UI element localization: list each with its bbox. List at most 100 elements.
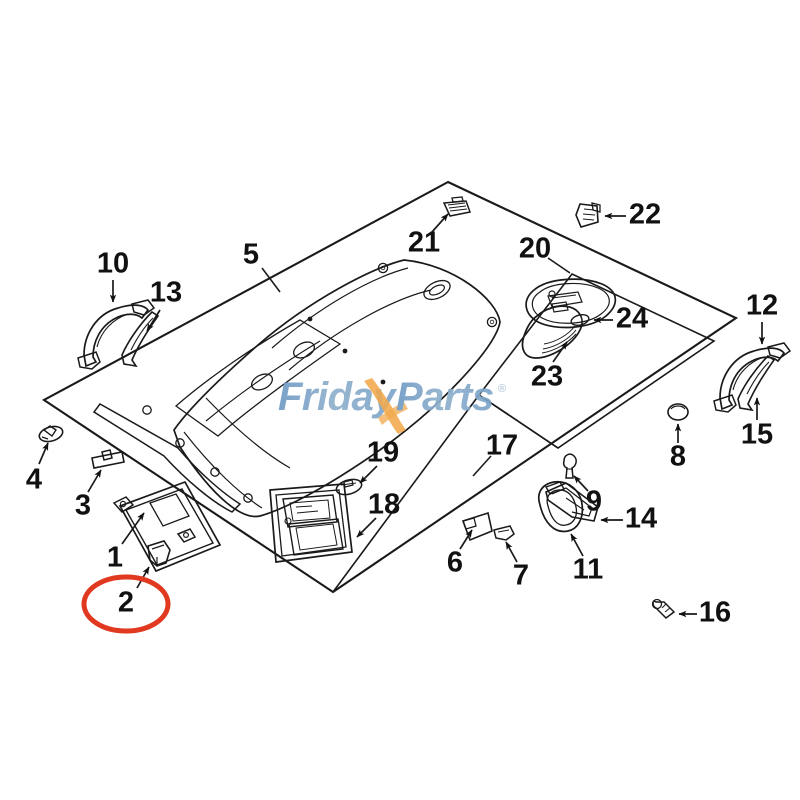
callout-label-5: 5 (243, 239, 259, 271)
watermark-text-secondary: Parts (396, 375, 494, 419)
assist-grip-rear-inner (732, 356, 765, 391)
callout-label-18: 18 (368, 489, 400, 521)
headliner-main-surface (173, 259, 501, 518)
headliner-trough-left (174, 319, 342, 437)
callout-6-leader (459, 529, 473, 550)
callout-4-leader (38, 442, 49, 465)
callout-label-22: 22 (629, 199, 661, 231)
callout-label-12: 12 (746, 290, 778, 322)
grommet-cap-top (42, 425, 57, 438)
console-scoop-ribs (541, 325, 577, 354)
console-lamp-lens (547, 291, 583, 308)
console-bezel-inner (531, 282, 610, 324)
hook-retainer-line (565, 497, 585, 511)
section-divider-b (332, 394, 480, 593)
retainer-strip-body (91, 451, 125, 469)
grip-cover-body (121, 310, 160, 368)
headliner-front-rail (92, 403, 242, 513)
callout-label-24: 24 (616, 303, 648, 335)
retainer-strip-tab (101, 449, 113, 461)
coat-hook-body (537, 480, 584, 533)
grommet-cap-detail (41, 436, 49, 440)
section-divider-a (478, 394, 559, 449)
grip-cover-rear-line (746, 361, 770, 395)
screw-body (652, 600, 676, 619)
small-clip-body (493, 525, 515, 541)
headliner-hole-2 (292, 341, 316, 359)
callout-label-23: 23 (531, 361, 563, 393)
callout-3-leader (87, 469, 102, 493)
callout-23-leader (552, 341, 568, 363)
part-18-rear-dome-lamp (269, 483, 353, 563)
console-bulb-dot (548, 290, 556, 298)
cap-plug-body (667, 403, 689, 421)
callout-label-8: 8 (670, 441, 686, 473)
visor-clip-detail-1 (151, 544, 165, 550)
watermark-accent-swoosh-2 (378, 402, 408, 425)
lens-clip-line (340, 482, 357, 486)
callout-label-15: 15 (741, 419, 773, 451)
pillar-clip-head (591, 202, 601, 213)
visor-pivot-pin (119, 500, 127, 508)
callout-label-17: 17 (486, 430, 518, 462)
callout-21-leader (431, 213, 449, 233)
pillar-clip-body (575, 203, 599, 228)
coat-hook-inner-loop (546, 489, 578, 526)
callout-label-13: 13 (150, 277, 182, 309)
callout-label-1: 1 (107, 542, 123, 574)
small-clip-line (497, 529, 510, 533)
cap-plug-top-line (670, 405, 686, 410)
callout-label-20: 20 (519, 233, 551, 265)
assist-grip-rear-end-right (767, 342, 792, 359)
callout-11-leader (570, 533, 584, 557)
dome-lamp-upper (282, 494, 338, 528)
part-21-roof-clip (442, 196, 472, 217)
callout-13-leader (146, 309, 161, 332)
part-13-grip-cover (121, 310, 160, 368)
front-console-panel-outline (477, 273, 716, 449)
push-pin-body (562, 453, 577, 479)
headliner-hole-3 (423, 279, 451, 301)
assist-grip-rear-arc (719, 347, 786, 411)
lens-clip-tab (343, 479, 354, 488)
callout-9-leader (573, 475, 589, 492)
dome-lamp-upper-detail (289, 499, 331, 522)
callout-label-4: 4 (26, 464, 42, 496)
console-bezel-outer (525, 278, 617, 329)
screw-threads (661, 603, 671, 613)
hook-retainer-body (545, 482, 599, 522)
grip-cover-line (130, 317, 154, 351)
dome-lamp-recess-inner (275, 489, 347, 557)
console-switch-knob (570, 313, 590, 327)
visor-body (118, 480, 222, 573)
callout-label-14: 14 (625, 503, 657, 535)
callout-17-leader (472, 455, 492, 477)
visor-inner-panel (124, 488, 215, 566)
part-4-grommet-cap (38, 425, 64, 443)
headliner-mount-rings (142, 262, 498, 503)
watermark-accent-swoosh (364, 378, 406, 434)
assist-grip-rear-end-left (713, 394, 737, 413)
callout-label-9: 9 (586, 486, 602, 518)
callout-label-19: 19 (367, 437, 399, 469)
part-11-coat-hook (537, 480, 584, 533)
visor-mirror-cover (149, 493, 190, 527)
headliner-trough-crease (205, 340, 321, 422)
part-14-hook-retainer (545, 482, 599, 522)
callout-label-16: 16 (699, 597, 731, 629)
callout-label-7: 7 (513, 560, 529, 592)
callout-7-leader (505, 541, 518, 563)
headliner-hole-3-inner (428, 284, 446, 296)
callout-label-3: 3 (75, 490, 91, 522)
part-10-assist-grip (77, 299, 156, 370)
callout-1-leader (121, 512, 145, 545)
dome-lamp-lower-lens (288, 518, 344, 556)
assist-grip-end-left (77, 351, 101, 370)
console-switch-plate (551, 301, 569, 313)
screw-head (651, 598, 663, 610)
visor-end-bracket (176, 528, 197, 543)
callout-label-10: 10 (97, 248, 129, 280)
part-22-pillar-clip (575, 202, 601, 228)
visor-pivot-bracket (112, 496, 135, 513)
